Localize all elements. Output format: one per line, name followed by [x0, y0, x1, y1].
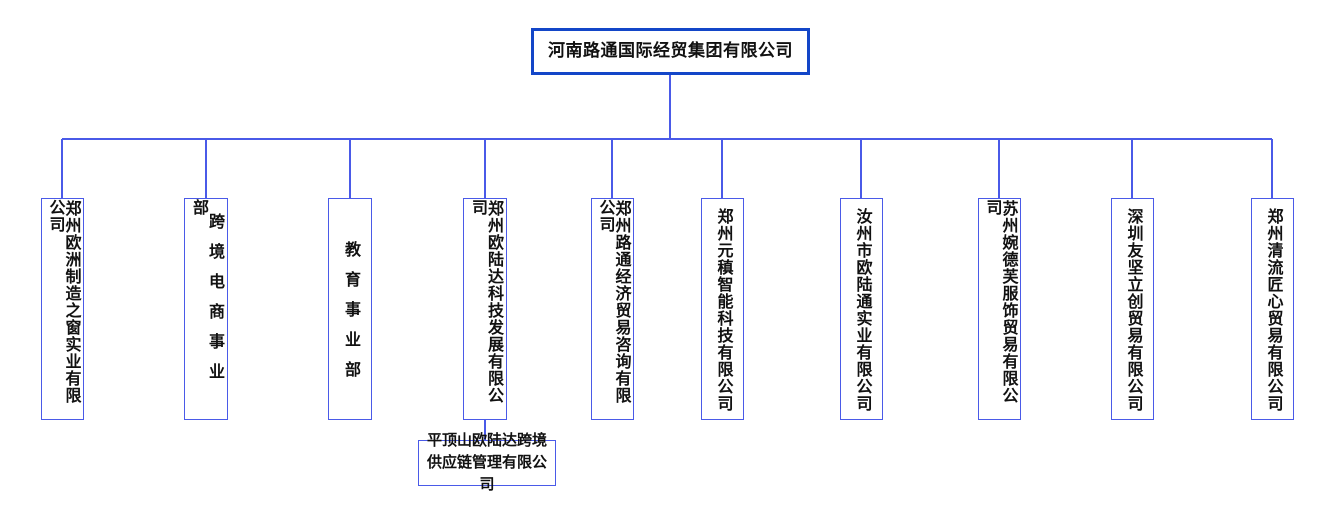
org-node-10[interactable]: 郑州清流匠心贸易有限公司	[1251, 198, 1294, 420]
org-node-6[interactable]: 郑州元稹智能科技有限公司	[701, 198, 744, 420]
org-node-2[interactable]: 跨境电商事业部	[184, 198, 228, 420]
org-node-9-label: 深圳友坚立创贸易有限公司	[1124, 207, 1142, 412]
org-node-8[interactable]: 苏州婉德芙服饰贸易有限公司	[978, 198, 1021, 420]
org-node-4[interactable]: 郑州欧陆达科技发展有限公司	[463, 198, 507, 420]
org-node-3[interactable]: 教育事业部	[328, 198, 372, 420]
org-node-6-label: 郑州元稹智能科技有限公司	[714, 207, 732, 412]
org-subnode-1-label-line2: 供应链管理有限公司	[426, 454, 547, 493]
org-node-9[interactable]: 深圳友坚立创贸易有限公司	[1111, 198, 1154, 420]
org-node-7-label: 汝州市欧陆通实业有限公司	[853, 207, 871, 412]
org-subnode-1[interactable]: 平顶山欧陆达跨境 供应链管理有限公司	[418, 432, 556, 493]
org-node-10-label: 郑州清流匠心贸易有限公司	[1264, 207, 1282, 412]
org-node-1[interactable]: 郑州欧洲制造之窗实业有限公司	[41, 198, 84, 420]
org-node-3-label: 教育事业部	[342, 241, 359, 391]
org-node-5-label: 郑州路通经济贸易咨询有限公司	[596, 199, 630, 404]
org-node-2-label: 跨境电商事业部	[190, 199, 223, 393]
root-node-label: 河南路通国际经贸集团有限公司	[548, 41, 793, 61]
org-subnode-1-label-line1: 平顶山欧陆达跨境	[426, 432, 547, 450]
org-node-8-label: 苏州婉德芙服饰贸易有限公司	[983, 199, 1017, 404]
root-node[interactable]: 河南路通国际经贸集团有限公司	[531, 28, 810, 75]
org-node-4-label: 郑州欧陆达科技发展有限公司	[469, 199, 502, 404]
org-node-1-label: 郑州欧洲制造之窗实业有限公司	[46, 199, 80, 404]
org-node-5[interactable]: 郑州路通经济贸易咨询有限公司	[591, 198, 634, 420]
org-subnode-1-label: 平顶山欧陆达跨境 供应链管理有限公司	[419, 430, 555, 495]
org-node-7[interactable]: 汝州市欧陆通实业有限公司	[840, 198, 883, 420]
